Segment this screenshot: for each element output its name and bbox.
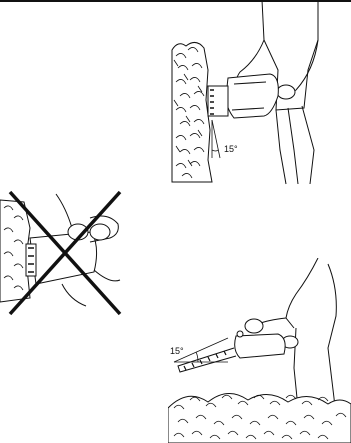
figure-horizontal-cut: 15°	[168, 258, 351, 443]
figure-incorrect-grip	[0, 188, 128, 318]
vertical-cut-angle-label: 15°	[224, 144, 238, 154]
horizontal-cut-illustration: 15°	[168, 258, 351, 443]
figure-vertical-cut: 15°	[168, 0, 351, 185]
vertical-cut-illustration: 15°	[168, 0, 351, 185]
incorrect-grip-illustration	[0, 188, 128, 318]
horizontal-cut-angle-label: 15°	[170, 346, 184, 356]
